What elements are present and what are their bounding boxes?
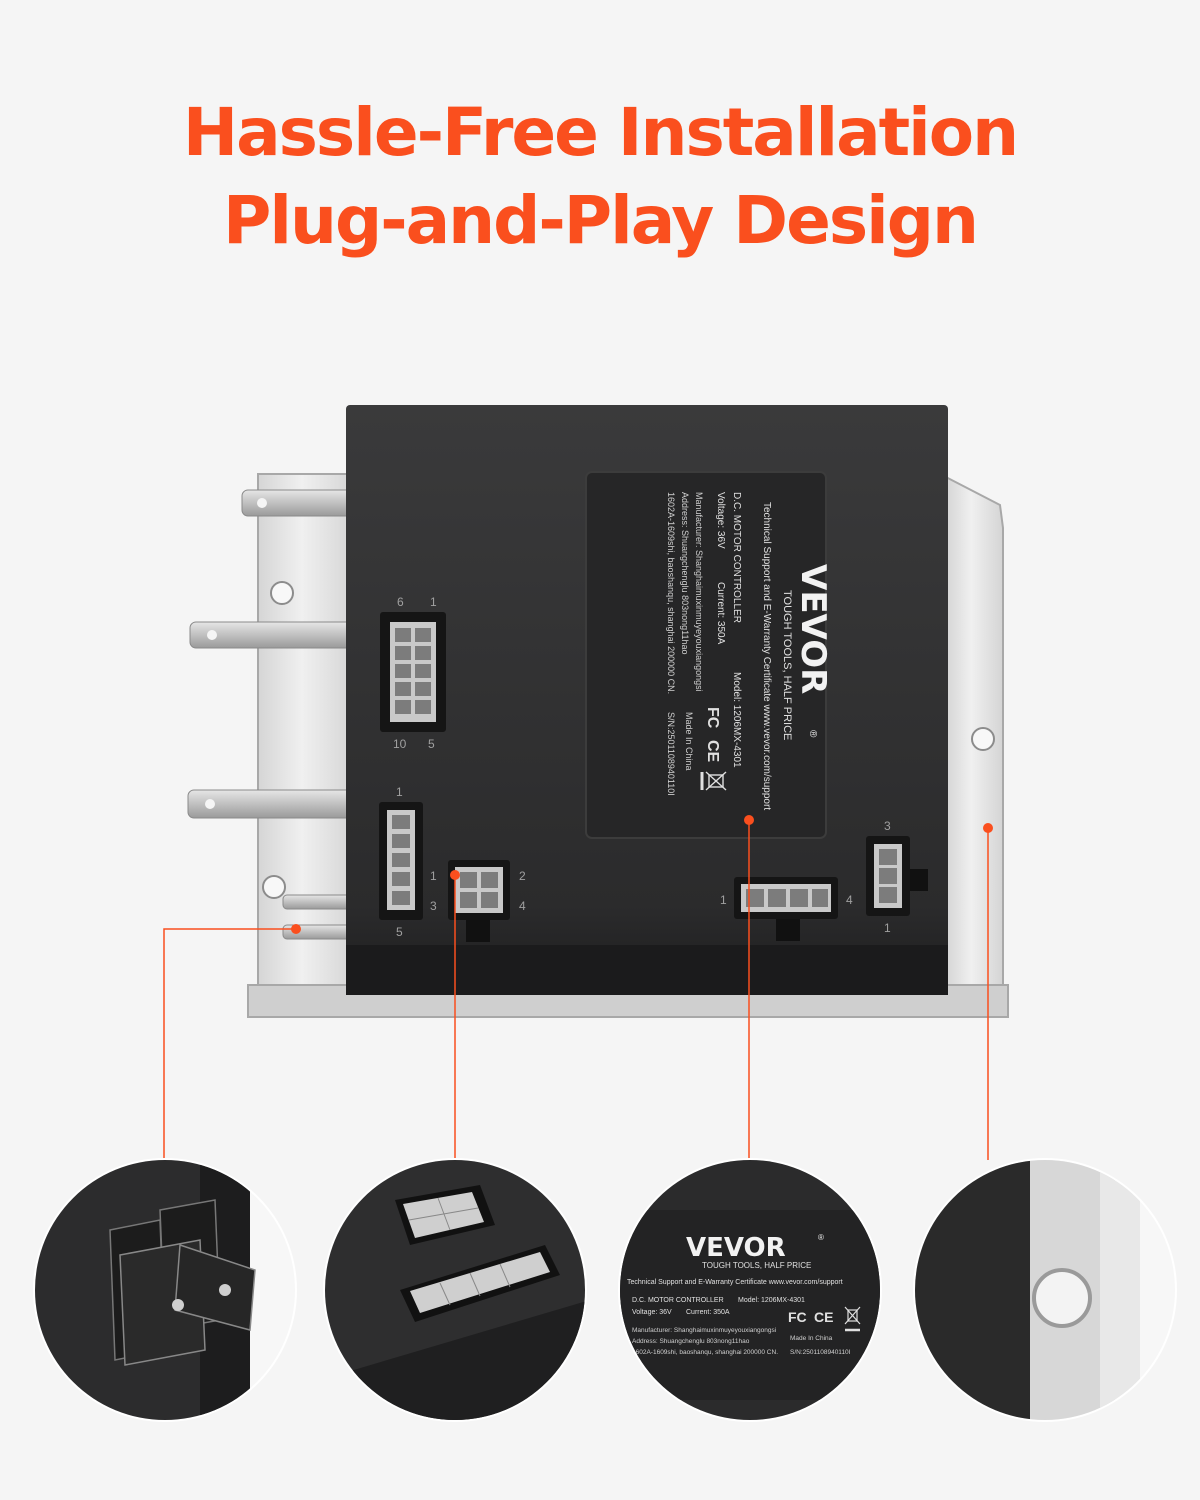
pin-label: 1 [396, 785, 403, 799]
callout-dot-icon [450, 870, 460, 880]
pin-label: 6 [397, 595, 404, 609]
manufacturer-detail: Manufacturer: Shanghaimuxinmuyeyouxiango… [632, 1327, 776, 1334]
product-label: VEVOR ® TOUGH TOOLS, HALF PRICE Technica… [585, 471, 833, 839]
model-number-detail: Model: 1206MX-4301 [738, 1297, 805, 1304]
callout-dot-icon [291, 924, 301, 934]
pin-label: 1 [720, 893, 727, 907]
mounting-hole-icon [262, 875, 286, 899]
weee-bin-icon [844, 1306, 861, 1332]
ce-mark-icon: CE [814, 1309, 833, 1325]
callout-dot-icon [983, 823, 993, 833]
connector-10-pin: 1 6 10 5 [380, 595, 446, 751]
voltage-spec: Voltage: 36V [715, 492, 726, 549]
headline-line-2: Plug-and-Play Design [223, 182, 979, 259]
pin-label: 5 [396, 925, 403, 939]
voltage-detail: Voltage: 36V [632, 1309, 672, 1316]
pin-label: 4 [519, 899, 526, 913]
mounting-hole-icon [971, 727, 995, 751]
current-spec: Current: 350A [715, 582, 726, 645]
connector-3-pin: 3 1 [866, 819, 928, 935]
detail-mounting-hole [913, 1158, 1177, 1422]
model-number: Model: 1206MX-4301 [731, 672, 742, 768]
support-text-detail: Technical Support and E-Warranty Certifi… [627, 1279, 843, 1286]
detail-label: VEVOR ® TOUGH TOOLS, HALF PRICE Technica… [618, 1158, 882, 1422]
registered-mark-icon: ® [818, 1233, 824, 1242]
fc-mark-icon: FC [788, 1309, 807, 1325]
mounting-hole-icon [270, 581, 294, 605]
mounting-hole-icon [1032, 1268, 1092, 1328]
vevor-logo: VEVOR [793, 564, 833, 694]
callout-dot-icon [744, 815, 754, 825]
origin-detail: Made In China [790, 1335, 833, 1342]
pin-label: 3 [430, 899, 437, 913]
address-line-2: 1602A-1609shi, baoshanqu, shanghai 20000… [666, 492, 676, 694]
pin-label: 1 [430, 595, 437, 609]
connector-row: 1 4 [720, 877, 853, 941]
callout-lines [163, 820, 989, 1160]
serial-detail: S/N:2501108940110I [790, 1349, 851, 1356]
pin-label: 10 [393, 737, 407, 751]
pin-label: 1 [884, 921, 891, 935]
ce-mark-icon: CE [704, 740, 721, 763]
product-name: D.C. MOTOR CONTROLLER [731, 492, 742, 623]
pin-label: 3 [884, 819, 891, 833]
pin-label: 5 [428, 737, 435, 751]
pin-label: 1 [430, 869, 437, 883]
serial-number: S/N:2501108940110I [666, 712, 676, 796]
product-name-detail: D.C. MOTOR CONTROLLER [632, 1297, 724, 1304]
address-2-detail: 1602A-1609shi, baoshanqu, shanghai 20000… [632, 1349, 778, 1356]
address-1-detail: Address: Shuangchenglu 803nong11hao [632, 1338, 750, 1345]
fc-mark-icon: FC [704, 707, 721, 729]
vevor-logo-detail: VEVOR [686, 1233, 786, 1263]
brand-tagline-detail: TOUGH TOOLS, HALF PRICE [702, 1261, 811, 1270]
address-line-1: Address: Shuangchenglu 803nong11hao [680, 492, 690, 654]
connector-5-pin: 1 5 [379, 785, 423, 939]
brand-tagline: TOUGH TOOLS, HALF PRICE [781, 590, 793, 740]
detail-connectors [323, 1158, 587, 1422]
support-text: Technical Support and E-Warranty Certifi… [761, 502, 772, 810]
detail-terminals [33, 1158, 297, 1422]
headline-line-1: Hassle-Free Installation [182, 94, 1019, 171]
connector-4-pin: 1 2 3 4 [430, 860, 526, 942]
registered-mark-icon: ® [807, 730, 818, 738]
pin-label: 2 [519, 869, 526, 883]
current-detail: Current: 350A [686, 1309, 730, 1316]
power-terminals [187, 489, 353, 940]
origin-text: Made In China [684, 712, 694, 771]
manufacturer-text: Manufacturer: Shanghaimuxinmuyeyouxiango… [694, 492, 704, 692]
pin-label: 4 [846, 893, 853, 907]
weee-bin-icon [700, 771, 727, 791]
